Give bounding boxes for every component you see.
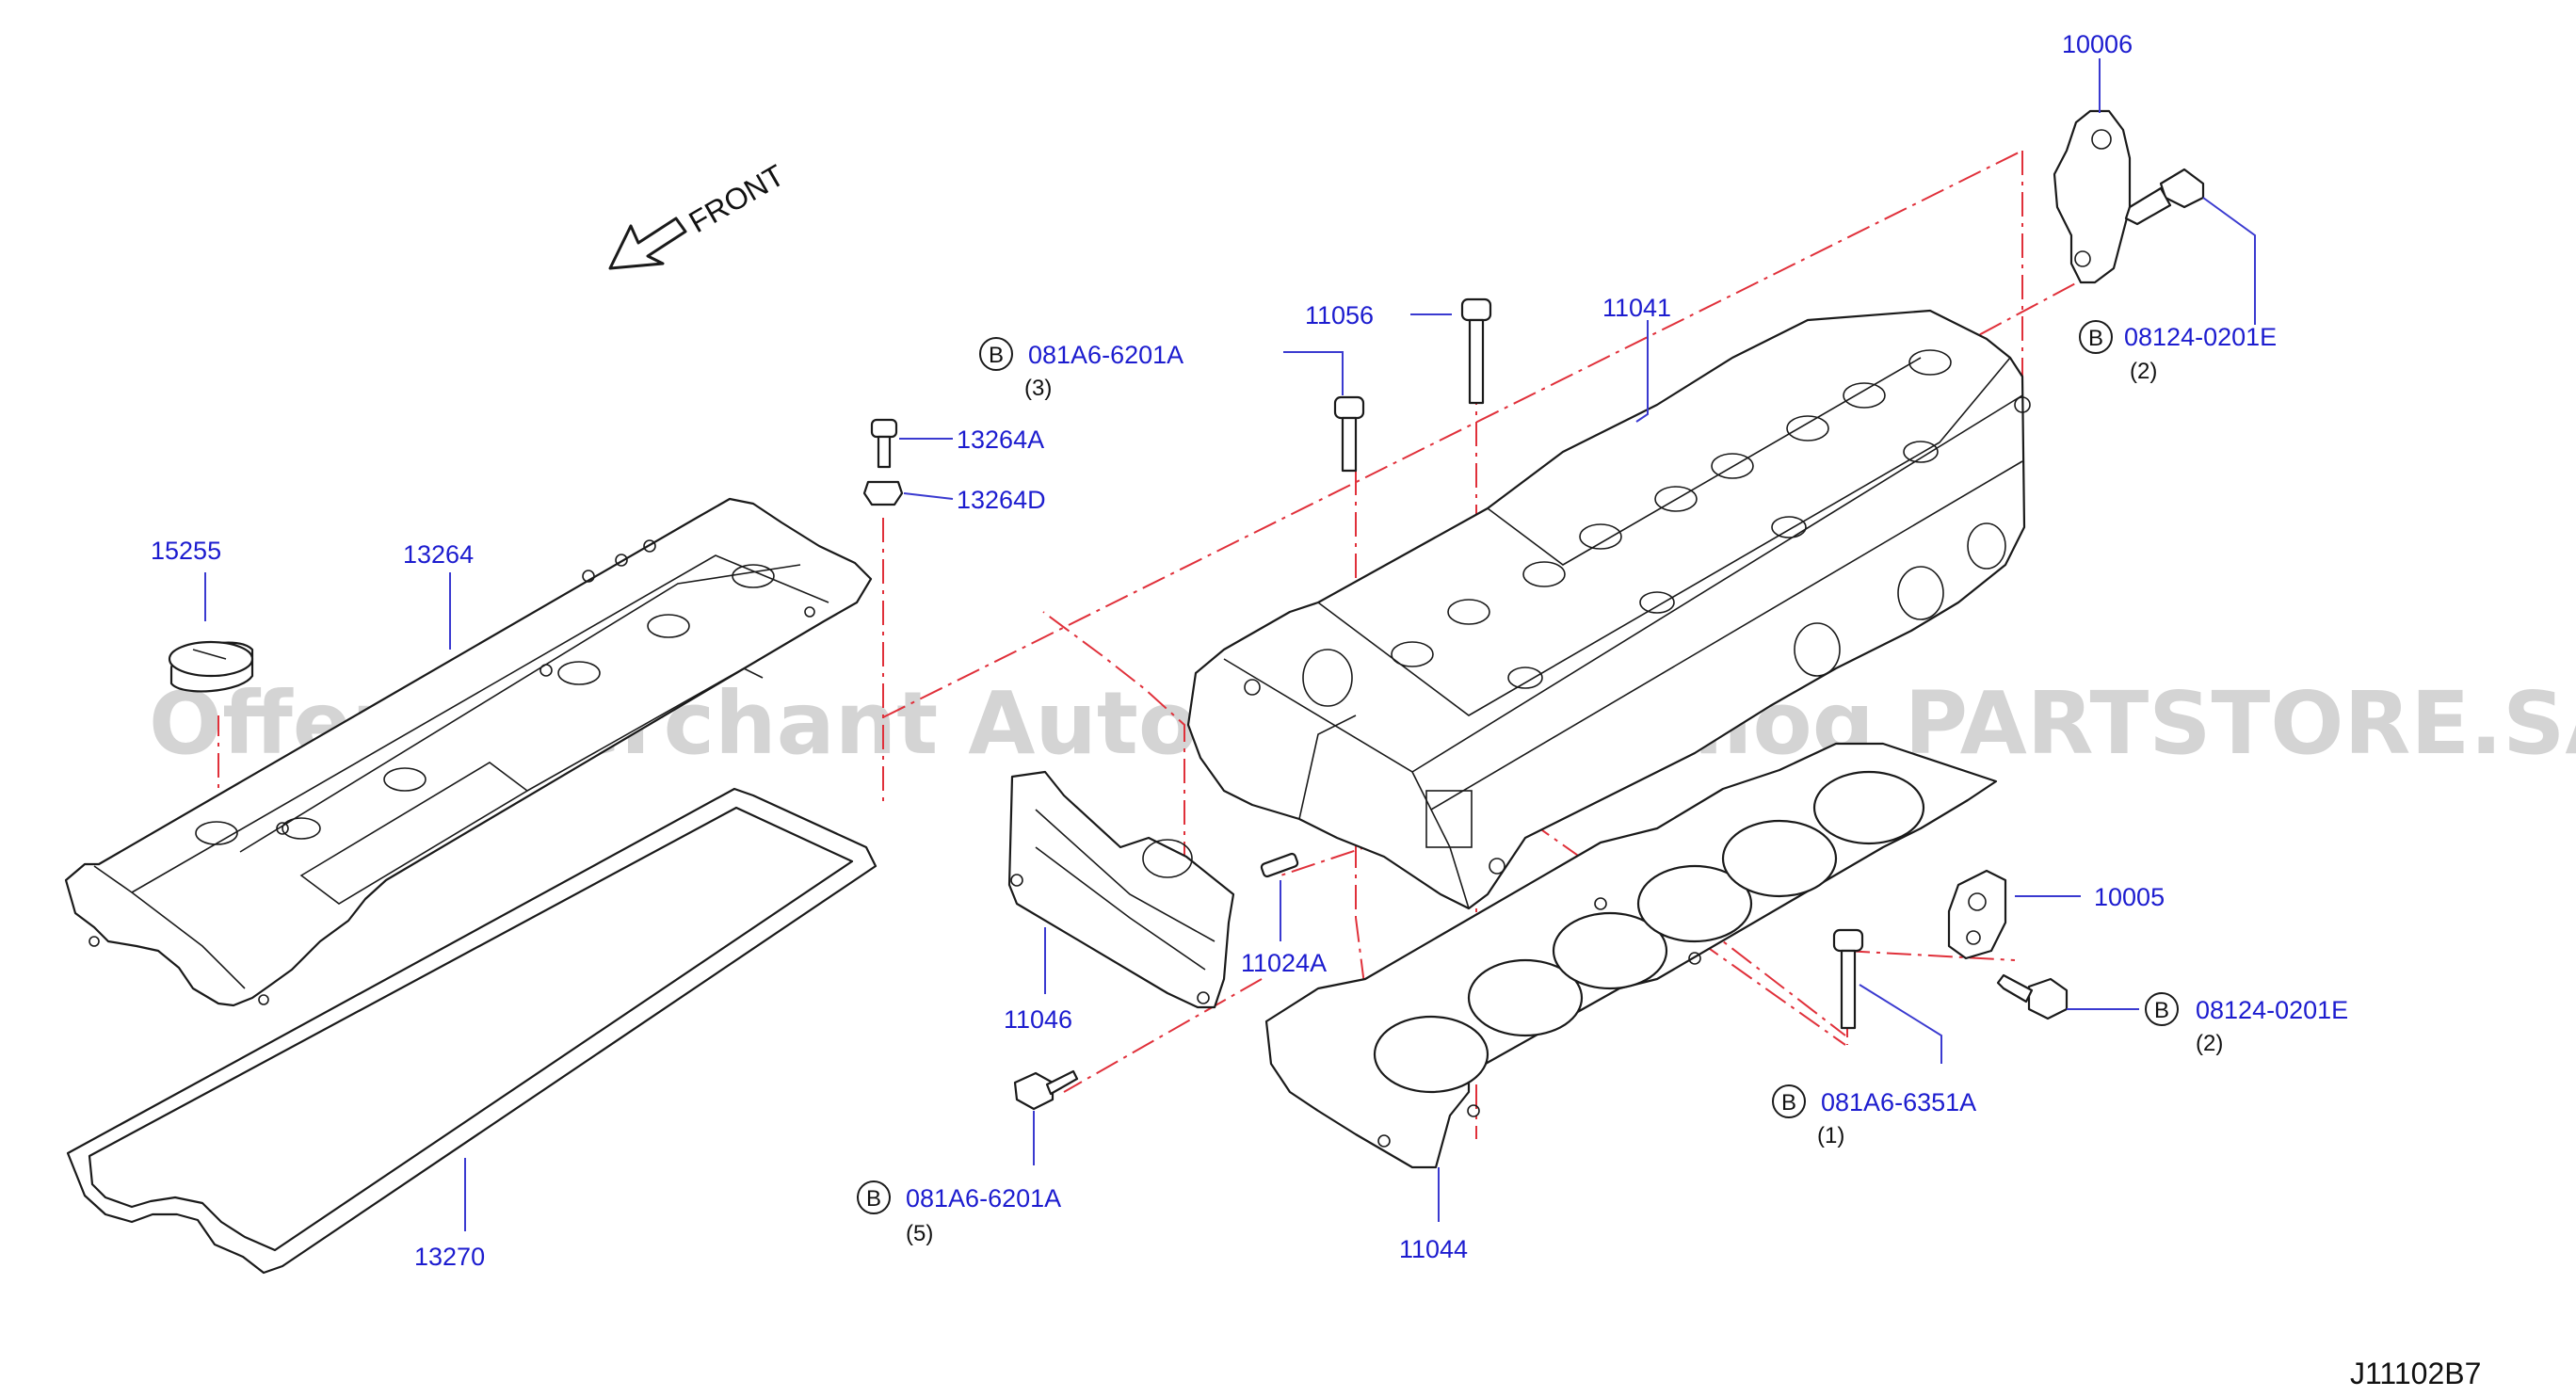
- label-10006[interactable]: 10006: [2062, 30, 2133, 58]
- badge-b-081a6-6201a-top: B: [979, 337, 1013, 371]
- cylinder-head-gasket-11044[interactable]: [1264, 742, 1998, 1169]
- label-13264d[interactable]: 13264D: [957, 486, 1046, 514]
- rocker-cover-gasket-13270[interactable]: [66, 787, 877, 1275]
- front-direction-indicator: FRONT: [608, 158, 790, 270]
- label-081a6-6201a-bottom[interactable]: 081A6-6201A: [906, 1184, 1061, 1212]
- label-08124-0201e-top[interactable]: 08124-0201E: [2124, 323, 2277, 351]
- diagram-code: J11102B7: [2350, 1357, 2481, 1390]
- oil-filler-cap-15255[interactable]: [168, 640, 254, 693]
- bolt-081a6-6351a[interactable]: [1832, 928, 1864, 1030]
- bolt-08124-0201e-bottom[interactable]: [1996, 973, 2069, 1020]
- badge-letter: B: [1781, 1090, 1796, 1116]
- qty-08124-0201e-bottom: (2): [2196, 1031, 2223, 1056]
- qty-081a6-6201a-top: (3): [1024, 376, 1052, 401]
- label-11024a[interactable]: 11024A: [1241, 949, 1327, 977]
- label-13264[interactable]: 13264: [403, 540, 474, 569]
- badge-letter: B: [2154, 998, 2169, 1023]
- front-arrow-icon: [608, 217, 687, 270]
- label-081a6-6201a-top[interactable]: 081A6-6201A: [1028, 341, 1183, 369]
- label-13270[interactable]: 13270: [414, 1243, 485, 1271]
- qty-081a6-6201a-bottom: (5): [906, 1221, 933, 1246]
- badge-b-08124-bottom: B: [2145, 992, 2179, 1026]
- badge-letter: B: [866, 1186, 881, 1212]
- label-11046[interactable]: 11046: [1004, 1005, 1072, 1034]
- leader-lines: [204, 58, 2256, 1231]
- badge-b-081a6-6351a: B: [1772, 1084, 1806, 1118]
- label-13264a[interactable]: 13264A: [957, 426, 1044, 454]
- bracket-10006[interactable]: [2053, 109, 2132, 284]
- badge-b-081a6-6201a-bottom: B: [857, 1180, 891, 1214]
- qty-08124-0201e-top: (2): [2130, 359, 2157, 384]
- bolt-13264a[interactable]: [870, 418, 898, 469]
- bolt-11056-b[interactable]: [1460, 297, 1492, 405]
- badge-letter: B: [2088, 326, 2103, 351]
- bolt-081a6-6201a-bottom[interactable]: [1013, 1069, 1079, 1111]
- stud-11024a[interactable]: [1260, 852, 1299, 878]
- badge-b-08124-top: B: [2079, 320, 2113, 354]
- label-11056[interactable]: 11056: [1305, 301, 1374, 329]
- cylinder-head-11041[interactable]: [1186, 309, 2031, 910]
- rear-cover-11046[interactable]: [1007, 770, 1235, 1009]
- front-label: FRONT: [684, 158, 790, 239]
- label-11041[interactable]: 11041: [1602, 294, 1671, 322]
- rocker-cover-13264[interactable]: [64, 497, 873, 1007]
- bracket-10005[interactable]: [1947, 869, 2007, 960]
- badge-letter: B: [989, 343, 1004, 368]
- label-08124-0201e-bottom[interactable]: 08124-0201E: [2196, 996, 2348, 1024]
- label-11044[interactable]: 11044: [1399, 1235, 1468, 1263]
- label-081a6-6351a[interactable]: 081A6-6351A: [1821, 1088, 1976, 1116]
- qty-081a6-6351a: (1): [1817, 1123, 1844, 1148]
- label-10005[interactable]: 10005: [2094, 883, 2165, 911]
- bolt-08124-0201e-top[interactable]: [2124, 168, 2205, 226]
- label-15255[interactable]: 15255: [151, 537, 221, 565]
- plug-13264d[interactable]: [862, 480, 904, 506]
- bolt-11056-a[interactable]: [1333, 395, 1365, 473]
- part-labels: 10006 B 08124-0201E (2) 11041 11056 B 08…: [151, 30, 2348, 1271]
